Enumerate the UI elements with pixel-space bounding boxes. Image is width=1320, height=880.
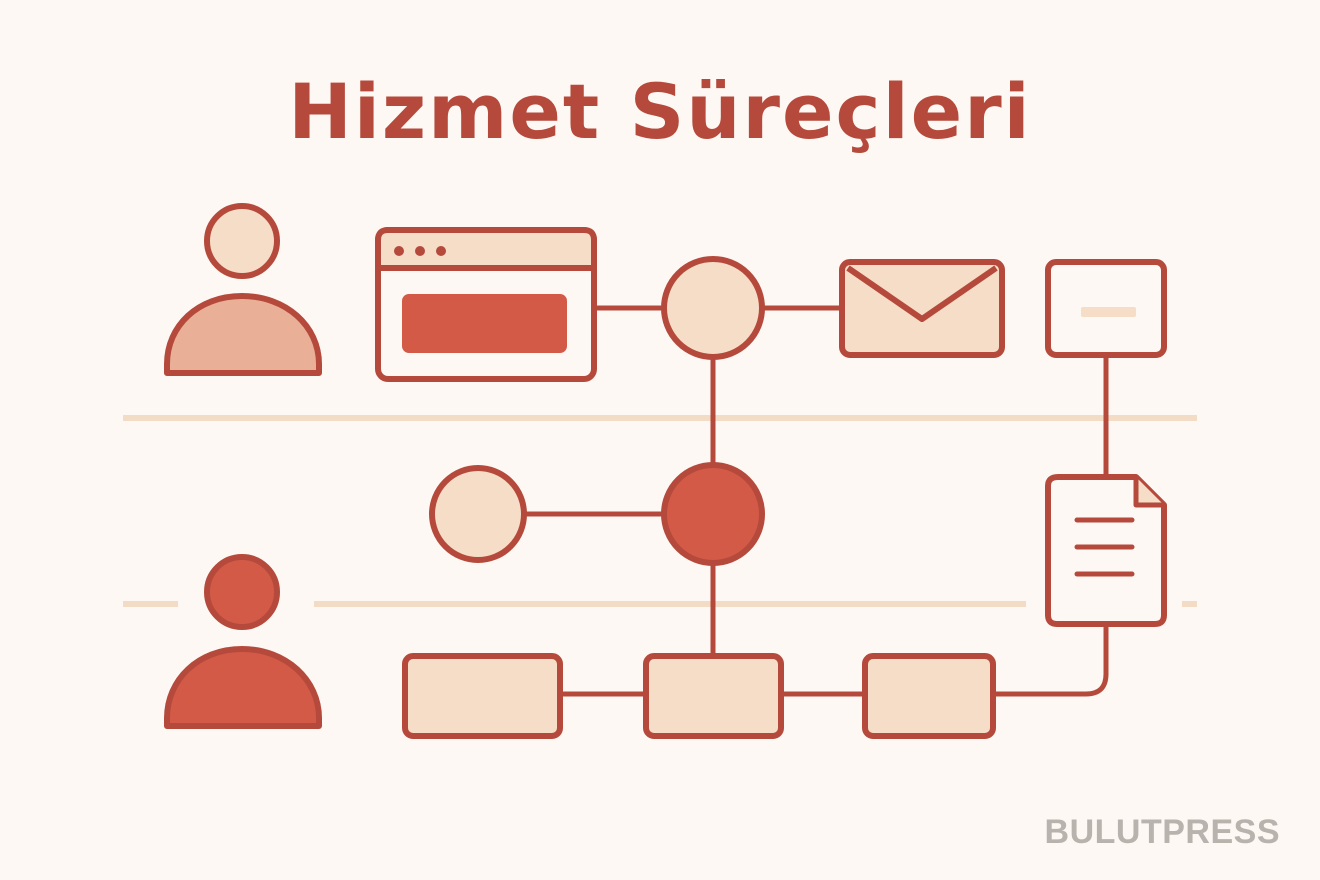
small-box-top-right xyxy=(1045,259,1167,358)
person-top-body xyxy=(164,293,322,376)
watermark: BULUTPRESS xyxy=(1044,813,1280,851)
person-top-icon xyxy=(164,203,322,376)
person-bottom-body xyxy=(164,646,322,729)
browser-dot-3 xyxy=(436,246,446,256)
circle-mid-left xyxy=(429,465,527,563)
circle-mid-center xyxy=(661,462,765,566)
document-page xyxy=(1045,474,1167,627)
connectors xyxy=(524,305,1109,697)
browser-dot-1 xyxy=(394,246,404,256)
document-corner-fold xyxy=(1133,477,1164,508)
browser-dot-2 xyxy=(415,246,425,256)
person-bottom-icon xyxy=(164,554,322,729)
box-bottom-2 xyxy=(643,653,784,739)
lane-dividers xyxy=(123,415,1197,607)
small-box-dash xyxy=(1081,307,1136,317)
envelope-body xyxy=(839,259,1005,358)
browser-window-icon xyxy=(375,227,597,382)
edge-box3-to-document xyxy=(993,624,1109,697)
person-bottom-head xyxy=(204,554,280,630)
box-bottom-1 xyxy=(402,653,563,739)
box-bottom-3 xyxy=(862,653,996,739)
envelope-flap xyxy=(846,265,998,322)
browser-content-block xyxy=(402,294,567,353)
person-top-head xyxy=(204,203,280,279)
page-title: Hizmet Süreçleri xyxy=(288,67,1032,156)
circle-top xyxy=(661,256,765,360)
browser-window-titlebar xyxy=(375,227,597,271)
envelope-icon xyxy=(839,259,1005,358)
document-icon xyxy=(1045,474,1167,627)
